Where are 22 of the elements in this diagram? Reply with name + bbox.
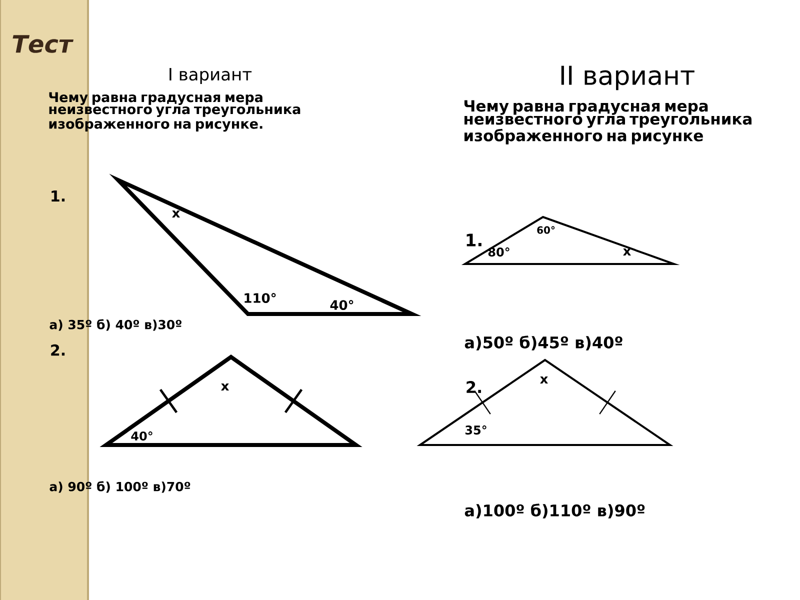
answer-options: а) 90º б) 100º в)70º xyxy=(50,481,190,493)
question-text: Чему равна градусная мера неизвестного угла треугольника изображенного на рисунке. xyxy=(49,92,300,132)
angle-label: 40° xyxy=(330,300,354,310)
angle-label: 40° xyxy=(131,431,152,441)
variant-heading: I вариант xyxy=(170,68,252,84)
item-number: 2. xyxy=(466,381,481,393)
item-number: 1. xyxy=(466,234,482,246)
unknown-angle-label: x xyxy=(540,376,548,384)
unknown-angle-label: x xyxy=(172,210,180,218)
unknown-angle-label: x xyxy=(623,248,631,256)
item-number: 2. xyxy=(51,344,65,356)
variant-heading: II вариант xyxy=(561,66,694,90)
angle-label: 110° xyxy=(244,293,276,303)
unknown-angle-label: x xyxy=(221,383,229,391)
answer-options: а)50º б)45º в)40º xyxy=(464,336,622,350)
answer-options: а) 35º б) 40º в)30º xyxy=(50,319,182,331)
question-text: Чему равна градусная мера неизвестного угла треугольника изображенного на рисунке xyxy=(464,100,752,144)
angle-label: 60° xyxy=(537,226,555,234)
answer-options: а)100º б)110º в)90º xyxy=(464,504,645,518)
angle-label: 35° xyxy=(465,425,486,435)
slide-title: Тест xyxy=(12,35,74,53)
item-number: 1. xyxy=(52,190,65,202)
